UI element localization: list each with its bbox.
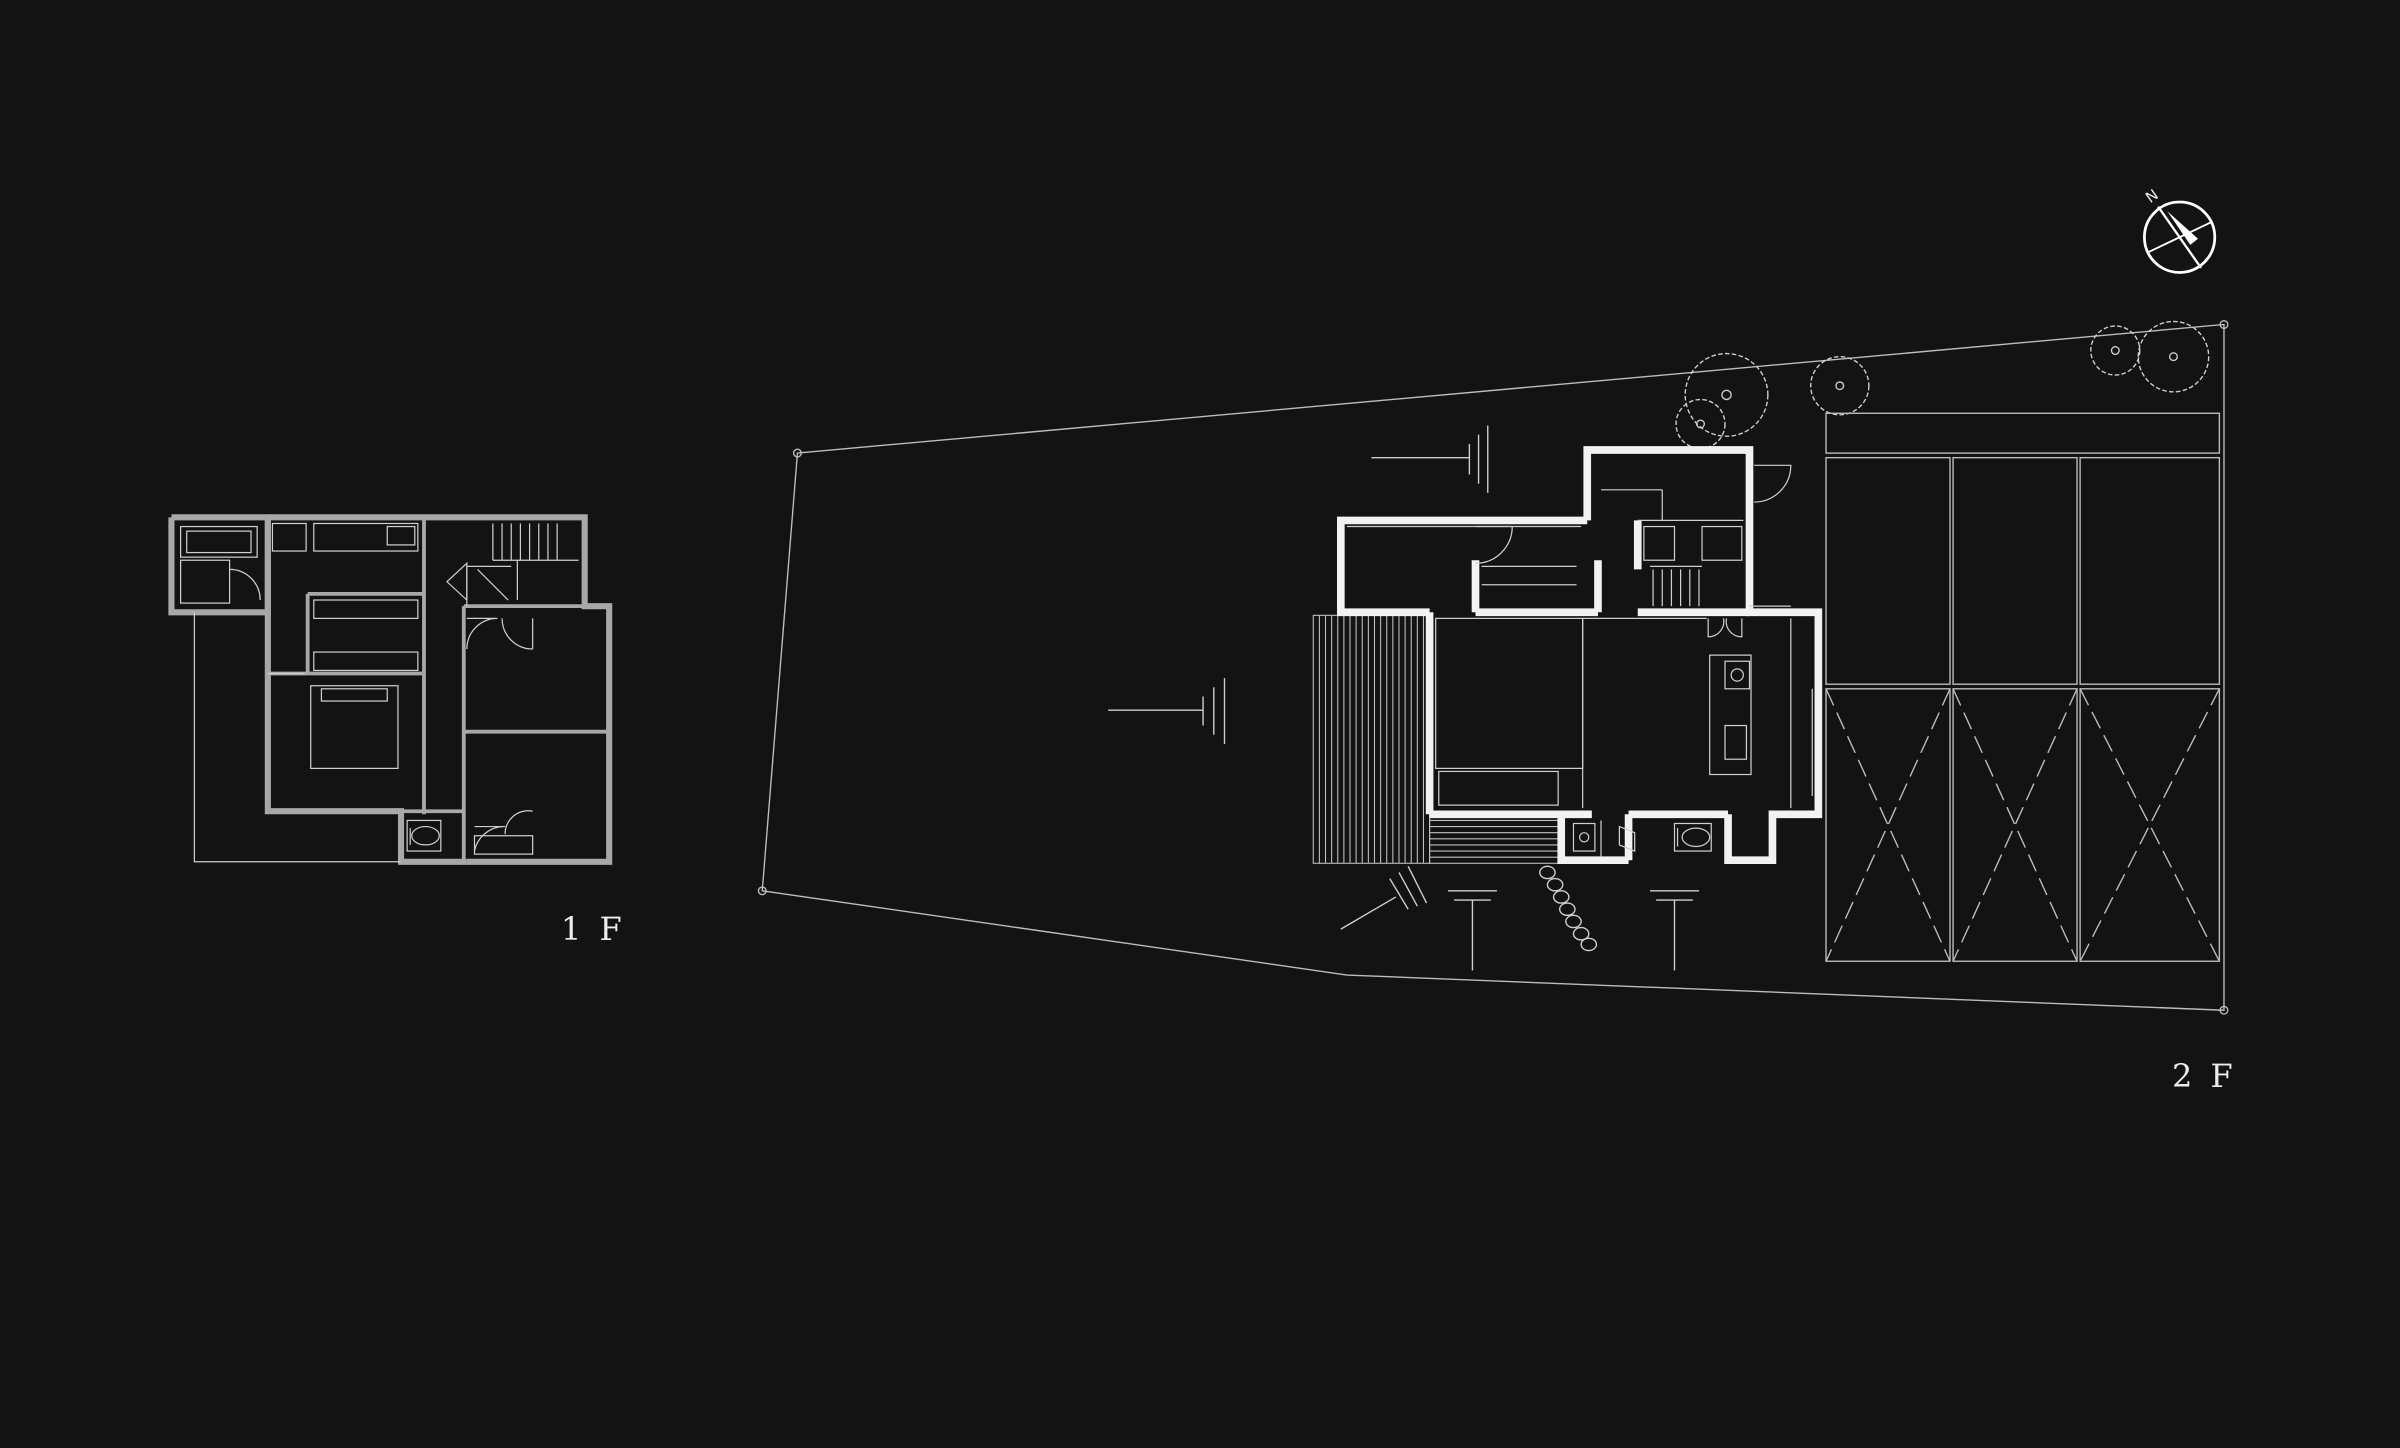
parking-area — [1825, 412, 2221, 962]
stepping-stones — [1539, 865, 1598, 952]
floor-plan-1f — [168, 514, 613, 865]
site-boundary — [757, 319, 2229, 1015]
wood-deck — [1312, 614, 1562, 864]
floor-plan-2f — [1336, 446, 1823, 865]
north-compass-icon — [2143, 200, 2217, 274]
floor-label-1f: 1 F — [561, 910, 626, 948]
level-marks — [1108, 425, 1699, 971]
floor-label-2f: 2 F — [2172, 1057, 2237, 1095]
